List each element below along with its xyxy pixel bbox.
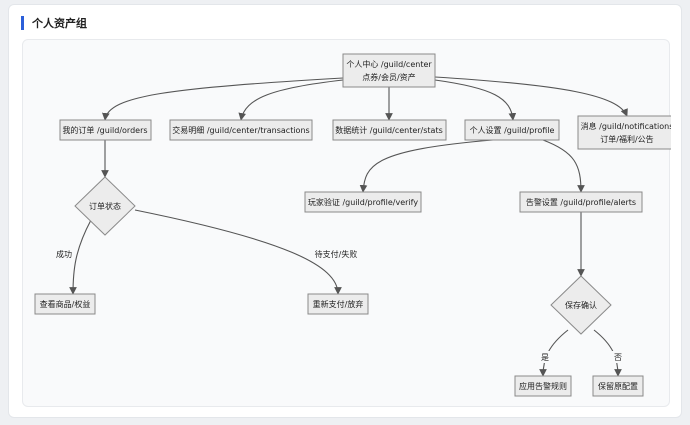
svg-text:数据统计 /guild/center/stats: 数据统计 /guild/center/stats xyxy=(335,125,443,135)
flowchart: 成功 待支付/失败 是 否 个人中心 /guild/center 点券/会员/资… xyxy=(34,53,671,397)
node-transactions[interactable]: 交易明细 /guild/center/transactions xyxy=(169,119,313,141)
edge-profile-verify xyxy=(359,139,494,193)
edge-center-orders xyxy=(102,77,344,121)
svg-text:消息 /guild/notifications: 消息 /guild/notifications xyxy=(581,121,671,131)
node-view-items[interactable]: 查看商品/权益 xyxy=(34,293,96,315)
edge-center-notifications xyxy=(434,76,628,117)
svg-text:告警设置 /guild/profile/alerts: 告警设置 /guild/profile/alerts xyxy=(526,197,636,207)
node-profile-settings[interactable]: 个人设置 /guild/profile xyxy=(464,119,560,141)
edge-center-profile xyxy=(434,79,517,121)
node-order-status[interactable]: 订单状态 xyxy=(74,176,136,236)
svg-text:订单/福利/公告: 订单/福利/公告 xyxy=(600,134,653,144)
svg-text:待支付/失败: 待支付/失败 xyxy=(315,249,358,259)
svg-text:保留原配置: 保留原配置 xyxy=(598,381,638,391)
svg-text:应用告警规则: 应用告警规则 xyxy=(519,381,567,391)
edge-profile-alerts xyxy=(542,139,585,193)
svg-text:重新支付/放弃: 重新支付/放弃 xyxy=(313,299,364,309)
svg-text:我的订单 /guild/orders: 我的订单 /guild/orders xyxy=(62,125,147,135)
group-panel: 个人资产组 xyxy=(8,4,682,418)
node-repay[interactable]: 重新支付/放弃 xyxy=(307,293,369,315)
flowchart-canvas: 成功 待支付/失败 是 否 个人中心 /guild/center 点券/会员/资… xyxy=(22,39,671,407)
node-player-verify[interactable]: 玩家验证 /guild/profile/verify xyxy=(304,191,422,213)
node-alert-settings[interactable]: 告警设置 /guild/profile/alerts xyxy=(519,191,643,213)
node-my-orders[interactable]: 我的订单 /guild/orders xyxy=(59,119,152,141)
svg-text:点券/会员/资产: 点券/会员/资产 xyxy=(362,72,415,82)
title-accent-bar xyxy=(21,16,24,30)
node-stats[interactable]: 数据统计 /guild/center/stats xyxy=(332,119,447,141)
edge-center-transactions xyxy=(238,79,344,121)
node-apply-rules[interactable]: 应用告警规则 xyxy=(514,375,572,397)
edge-label-pending-failed: 待支付/失败 xyxy=(311,248,361,260)
edge-label-no: 否 xyxy=(612,351,624,363)
edge-label-success: 成功 xyxy=(53,248,75,260)
svg-text:成功: 成功 xyxy=(56,249,72,259)
node-keep-config[interactable]: 保留原配置 xyxy=(592,375,644,397)
svg-text:是: 是 xyxy=(541,353,549,362)
edge-status-view xyxy=(69,219,92,295)
svg-text:保存确认: 保存确认 xyxy=(565,300,597,310)
svg-text:查看商品/权益: 查看商品/权益 xyxy=(40,299,91,309)
edge-label-yes: 是 xyxy=(539,351,551,363)
svg-text:交易明细 /guild/center/transaction: 交易明细 /guild/center/transactions xyxy=(172,125,309,135)
svg-text:个人设置 /guild/profile: 个人设置 /guild/profile xyxy=(470,125,555,135)
svg-text:个人中心 /guild/center: 个人中心 /guild/center xyxy=(346,59,432,69)
node-save-confirm[interactable]: 保存确认 xyxy=(550,275,612,335)
edge-status-repay xyxy=(134,209,342,295)
svg-text:玩家验证 /guild/profile/verify: 玩家验证 /guild/profile/verify xyxy=(308,197,418,207)
node-notifications[interactable]: 消息 /guild/notifications 订单/福利/公告 xyxy=(577,115,671,150)
page-title: 个人资产组 xyxy=(32,17,87,30)
svg-text:订单状态: 订单状态 xyxy=(89,201,121,211)
node-personal-center[interactable]: 个人中心 /guild/center 点券/会员/资产 xyxy=(342,53,436,88)
svg-text:否: 否 xyxy=(614,353,622,362)
panel-header: 个人资产组 xyxy=(21,15,87,31)
